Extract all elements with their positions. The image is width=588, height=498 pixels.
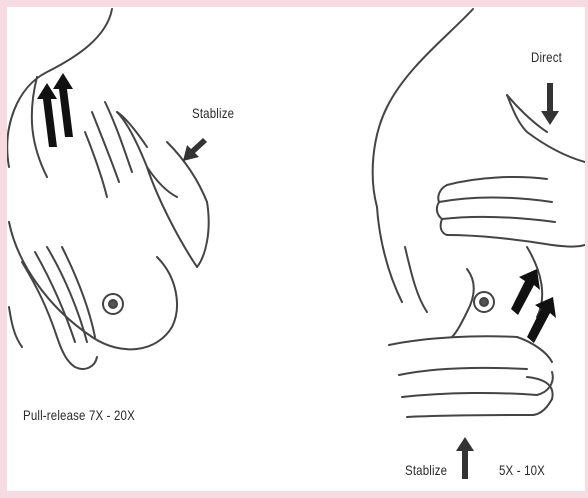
pull-release-label: Pull-release 7X - 20X <box>23 407 135 423</box>
direct-label: Direct <box>531 49 562 65</box>
count-right-label: 5X - 10X <box>499 462 545 478</box>
right-stabilize-arrow <box>456 437 474 479</box>
left-pulling-hand <box>9 247 97 369</box>
left-nipple <box>103 294 123 314</box>
stablize-left-label: Stablize <box>192 105 234 121</box>
right-nipple <box>474 292 494 312</box>
right-breast-figure <box>373 9 543 317</box>
left-stabilizing-hand <box>85 102 209 267</box>
right-directing-hand <box>437 95 585 247</box>
left-pull-arrows <box>37 73 73 147</box>
stablize-right-label: Stablize <box>405 462 447 478</box>
left-stabilize-arrow <box>183 138 207 161</box>
illustration-frame: Stablize Pull-release 7X - 20X Direct St… <box>7 7 585 491</box>
right-push-arrows <box>511 269 556 343</box>
right-direct-arrow <box>541 83 559 125</box>
